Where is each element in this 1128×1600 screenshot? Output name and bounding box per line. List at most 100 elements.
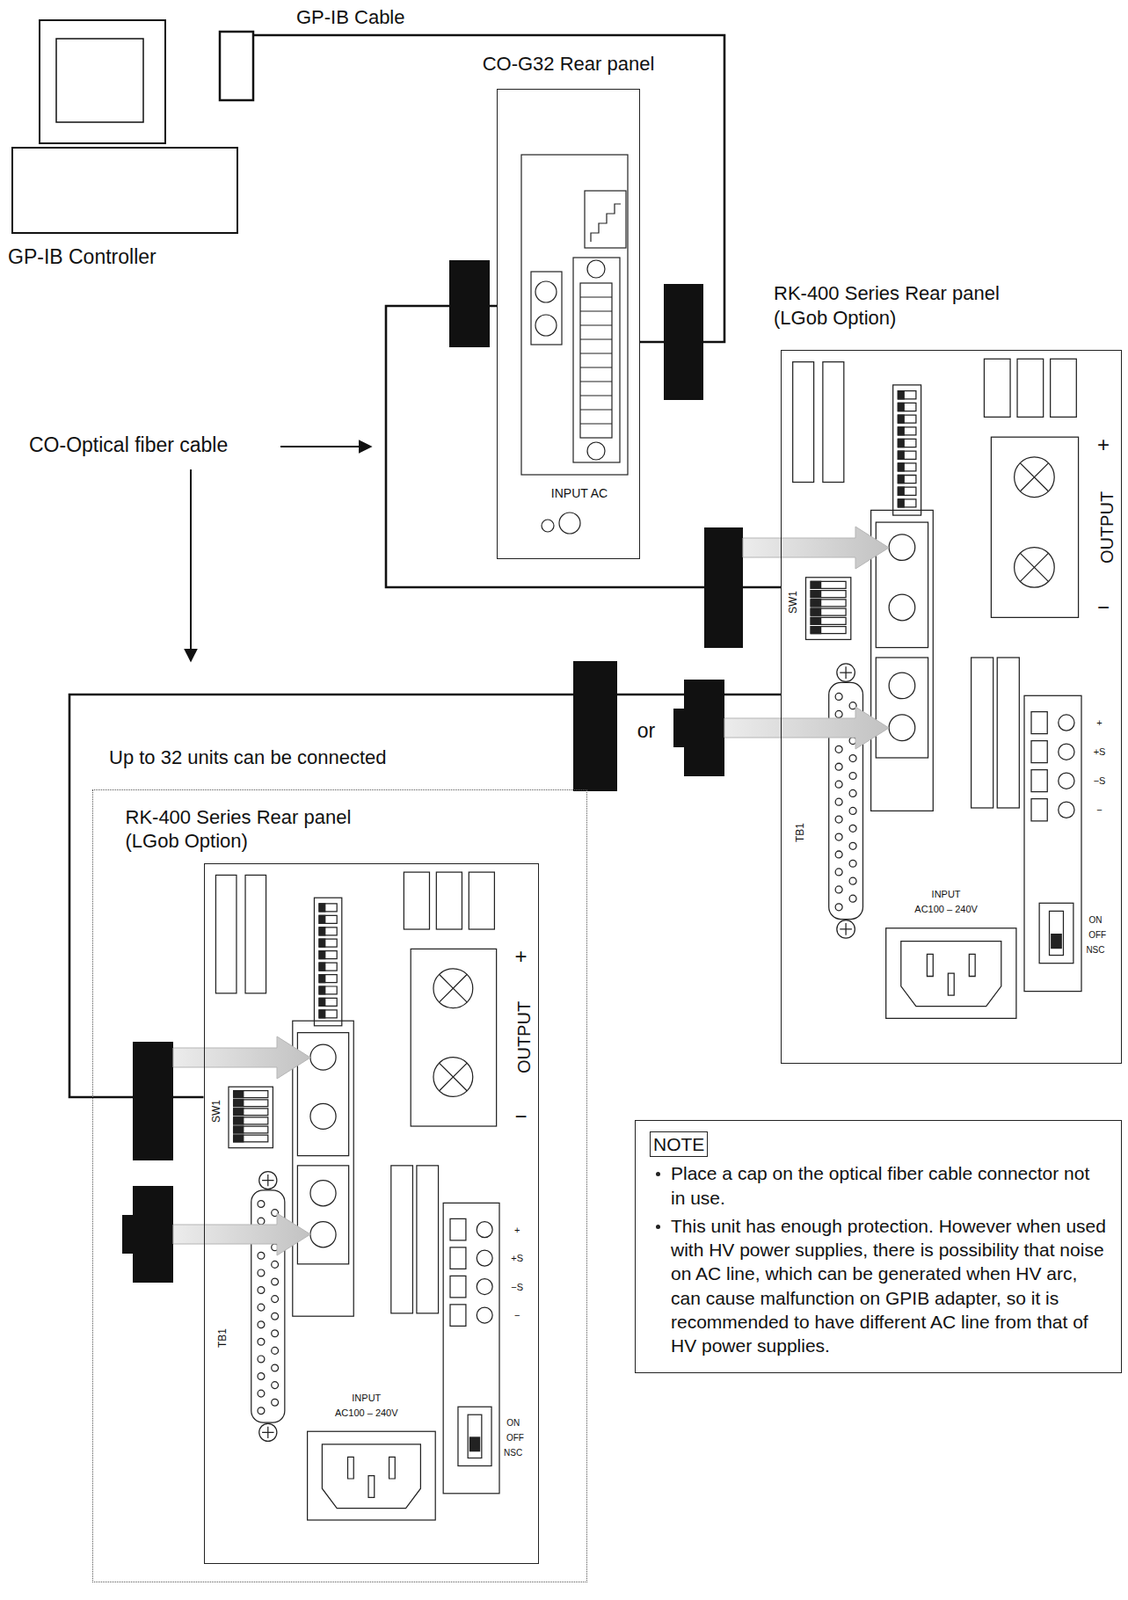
computer-base bbox=[12, 147, 238, 233]
switch-position-holder: ON bbox=[506, 1418, 520, 1428]
insert-arrow bbox=[173, 1036, 311, 1079]
switch-position-holder: NSC bbox=[503, 1447, 523, 1457]
rk-rear-panel: RK-400 Series Rear panel (LGob Option) bbox=[203, 863, 539, 1565]
polarity-sign: + bbox=[1097, 433, 1110, 457]
terminal-label-holder: −S bbox=[510, 1281, 524, 1293]
rating-label-holder: AC100 – 240V bbox=[334, 1407, 399, 1419]
input-label-holder: INPUT bbox=[351, 1392, 381, 1404]
input-label-holder: INPUT AC bbox=[551, 486, 608, 503]
terminal-label: − bbox=[1096, 804, 1102, 816]
input-label: INPUT bbox=[351, 1392, 381, 1404]
rating-label: AC100 – 240V bbox=[914, 903, 978, 915]
gpib-plug bbox=[663, 283, 704, 401]
polarity-sign-holder: − bbox=[515, 1105, 528, 1128]
terminal-label: −S bbox=[1093, 775, 1107, 786]
terminal-label-holder: +S bbox=[510, 1252, 524, 1264]
adapter-board bbox=[521, 154, 628, 475]
group-heading: Up to 32 units can be connected bbox=[109, 745, 387, 771]
gpib-socket bbox=[573, 257, 620, 463]
terminal-label-holder: +S bbox=[1093, 746, 1107, 757]
input-label: INPUT AC bbox=[551, 486, 608, 503]
device-label: GP-IB Controller bbox=[7, 244, 157, 270]
terminal-label-holder: −S bbox=[1093, 775, 1107, 786]
fiber-plug bbox=[573, 661, 618, 792]
output-label-holder: OUTPUT bbox=[514, 1001, 534, 1074]
output-label-holder: OUTPUT bbox=[1097, 491, 1117, 564]
switch-label: SW1 bbox=[211, 1099, 223, 1123]
fiber-cap bbox=[684, 679, 725, 777]
switch-position-holder: NSC bbox=[1085, 944, 1105, 954]
switch-label-holder: SW1 bbox=[211, 1099, 223, 1123]
terminal-label: +S bbox=[510, 1252, 524, 1264]
note-text: Place a cap on the optical fiber cable c… bbox=[670, 1161, 1107, 1210]
panel-title: RK-400 Series Rear panel (LGob Option) bbox=[125, 805, 374, 854]
address-switch-steps bbox=[590, 203, 621, 242]
bullet-dot bbox=[655, 1171, 661, 1177]
polarity-sign: − bbox=[1097, 596, 1110, 619]
bullet-dot bbox=[655, 1224, 661, 1230]
monitor bbox=[39, 20, 166, 144]
gpib-screw bbox=[587, 442, 605, 460]
gpib-connector bbox=[219, 31, 254, 101]
terminal-label-holder: − bbox=[514, 1309, 520, 1321]
alternative-label-holder: or bbox=[637, 720, 655, 743]
connector-label: TB1 bbox=[218, 1328, 230, 1348]
edge-label: GP-IB Cable bbox=[296, 6, 406, 30]
polarity-sign: − bbox=[515, 1105, 528, 1128]
device-label-holder: GP-IB Controller bbox=[7, 244, 157, 270]
switch-position: NSC bbox=[1085, 944, 1105, 954]
monitor-screen bbox=[56, 38, 144, 123]
panel-title-holder: RK-400 Series Rear panel (LGob Option) bbox=[125, 805, 374, 854]
edge-label-holder: GP-IB Cable bbox=[296, 6, 406, 30]
terminal-label: − bbox=[514, 1309, 520, 1321]
optical-port bbox=[531, 271, 562, 345]
panel-title: RK-400 Series Rear panel (LGob Option) bbox=[773, 281, 1022, 330]
polarity-sign: + bbox=[515, 945, 528, 968]
gpib-screw bbox=[587, 260, 605, 278]
terminal-label: +S bbox=[1093, 746, 1107, 757]
connector-label: TB1 bbox=[794, 822, 807, 843]
fiber-plug bbox=[132, 1041, 174, 1161]
input-label: INPUT bbox=[931, 888, 961, 900]
switch-label-holder: SW1 bbox=[787, 590, 800, 614]
rk-panel-art bbox=[793, 358, 1082, 1019]
switch-position-holder: ON bbox=[1088, 914, 1102, 925]
terminal-label: −S bbox=[510, 1281, 524, 1293]
rk-panel-art bbox=[215, 872, 500, 1521]
insert-arrow bbox=[742, 526, 889, 569]
fiber-cap-grip bbox=[673, 708, 685, 748]
terminal-label-holder: + bbox=[1096, 717, 1102, 728]
optical-jack bbox=[535, 314, 557, 336]
panel-title-holder: RK-400 Series Rear panel (LGob Option) bbox=[773, 281, 1022, 330]
switch-position: OFF bbox=[1088, 929, 1107, 939]
alternative-label: or bbox=[637, 720, 655, 743]
polarity-sign-holder: + bbox=[1097, 433, 1110, 457]
cable-line bbox=[69, 694, 781, 1098]
switch-position-holder: OFF bbox=[506, 1432, 524, 1442]
callout-label: CO-Optical fiber cable bbox=[29, 434, 228, 457]
polarity-sign-holder: − bbox=[1097, 596, 1110, 619]
fiber-plug bbox=[449, 260, 490, 348]
optical-jack bbox=[535, 281, 557, 303]
output-label: OUTPUT bbox=[1097, 491, 1117, 564]
callout-arrow bbox=[189, 469, 192, 662]
output-label: OUTPUT bbox=[514, 1001, 534, 1074]
callout-label-holder: CO-Optical fiber cable bbox=[29, 434, 228, 457]
switch-label: SW1 bbox=[787, 590, 800, 614]
gpib-pin-rows bbox=[580, 297, 612, 424]
fiber-plug bbox=[704, 527, 743, 648]
switch-position: NSC bbox=[503, 1447, 523, 1457]
terminal-label: + bbox=[1096, 717, 1102, 728]
note-item: Place a cap on the optical fiber cable c… bbox=[649, 1161, 1107, 1210]
address-switch bbox=[584, 190, 626, 248]
ac-jack bbox=[559, 512, 581, 534]
switch-position: OFF bbox=[506, 1432, 524, 1442]
note-item: This unit has enough protection. However… bbox=[649, 1214, 1107, 1359]
adapter-rear-panel: CO-G32 Rear panelINPUT AC bbox=[496, 88, 641, 560]
panel-title: CO-G32 Rear panel bbox=[482, 51, 655, 77]
terminal-label-holder: + bbox=[514, 1224, 520, 1236]
rating-label-holder: AC100 – 240V bbox=[914, 903, 978, 915]
gpib-socket-body bbox=[580, 283, 612, 438]
